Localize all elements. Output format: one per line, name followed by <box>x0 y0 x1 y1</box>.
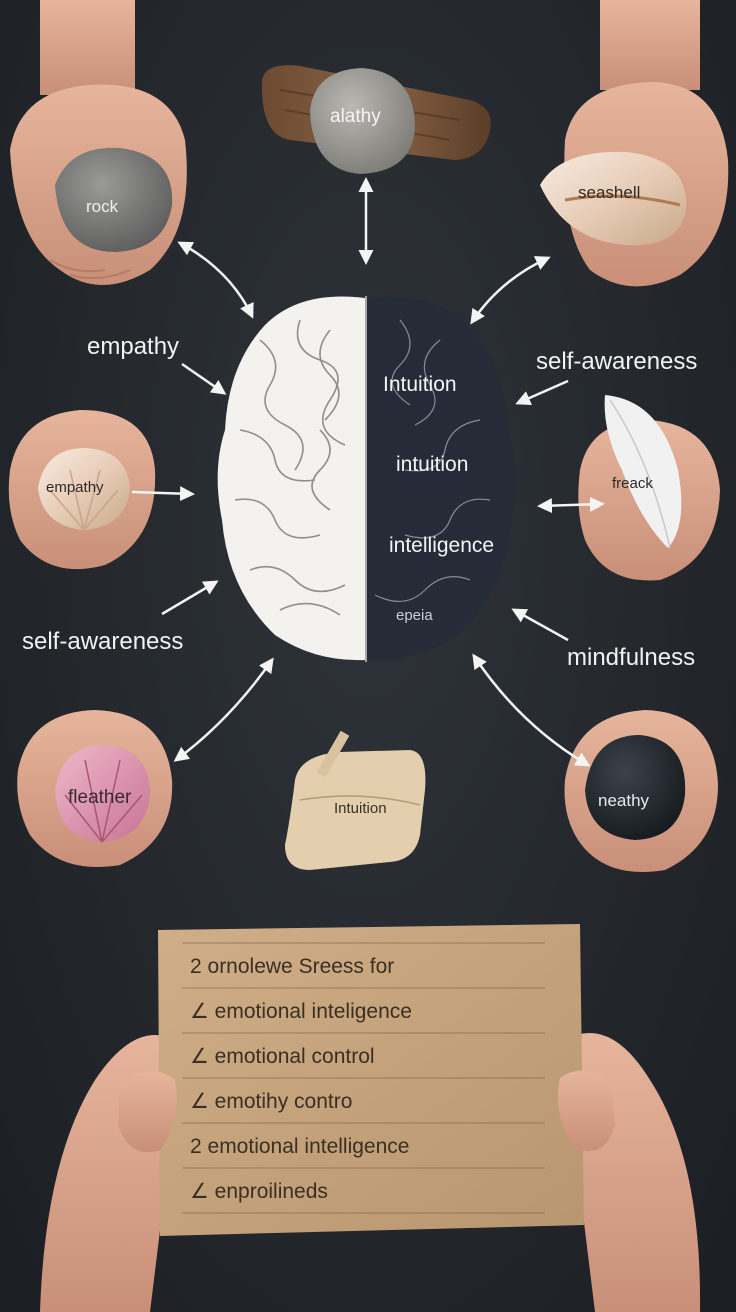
brain-right-folds <box>374 319 491 602</box>
brain <box>217 296 516 662</box>
label-empathy: empathy <box>87 333 180 360</box>
label-rock: rock <box>86 197 119 216</box>
note-line-1: 2 ornolewe Sreess for <box>190 955 395 978</box>
arrows <box>131 177 605 767</box>
note-line-5: 2 emotional intelligence <box>190 1135 410 1158</box>
brain-label-3: intelligence <box>389 534 495 557</box>
note-line-4: ∠ emotihy contro <box>190 1090 353 1113</box>
brain-left-folds <box>234 319 346 616</box>
label-alathy: alathy <box>330 106 381 127</box>
note-rules <box>182 942 545 1214</box>
seashell <box>540 151 687 246</box>
label-pink-shell: fleather <box>68 787 132 808</box>
right-thumb <box>557 1070 615 1152</box>
arrow-self-awareness-left <box>161 580 219 616</box>
note-line-2: ∠ emotional inteligence <box>190 1000 412 1023</box>
arrow-bottom-right <box>472 653 591 767</box>
note-line-6: ∠ enproilineds <box>190 1180 328 1203</box>
arrow-empathy <box>181 362 227 395</box>
label-mindfulness: mindfulness <box>567 644 696 671</box>
label-shell-left: empathy <box>46 479 104 496</box>
label-self-awareness-right: self-awareness <box>536 348 698 375</box>
arrow-self-awareness-right <box>515 379 569 406</box>
label-dark-stone: neathy <box>598 791 650 810</box>
feather <box>604 395 682 549</box>
arrow-top-left <box>177 241 254 319</box>
cardboard-note <box>158 924 584 1236</box>
arrow-bottom-left <box>173 657 274 762</box>
pink-shell <box>55 745 150 843</box>
brain-label-1: Intuition <box>383 373 457 396</box>
wood-piece <box>285 730 426 870</box>
arrow-mindfulness <box>511 608 569 642</box>
shell-left <box>38 448 130 531</box>
note-line-3: ∠ emotional control <box>190 1045 375 1068</box>
left-thumb <box>118 1071 177 1153</box>
arrow-shell-left <box>131 486 195 502</box>
label-feather: freack <box>612 475 653 492</box>
log-stone <box>310 68 415 174</box>
arrow-top-right <box>470 256 551 325</box>
label-wood: Intuition <box>334 800 387 817</box>
brain-label-4: epeia <box>396 607 433 624</box>
label-seashell: seashell <box>578 183 641 202</box>
brain-label-2: intuition <box>396 453 469 476</box>
arrow-feather <box>537 496 605 514</box>
dark-stone <box>585 735 686 840</box>
label-self-awareness-left: self-awareness <box>22 628 184 655</box>
rock <box>55 147 173 252</box>
